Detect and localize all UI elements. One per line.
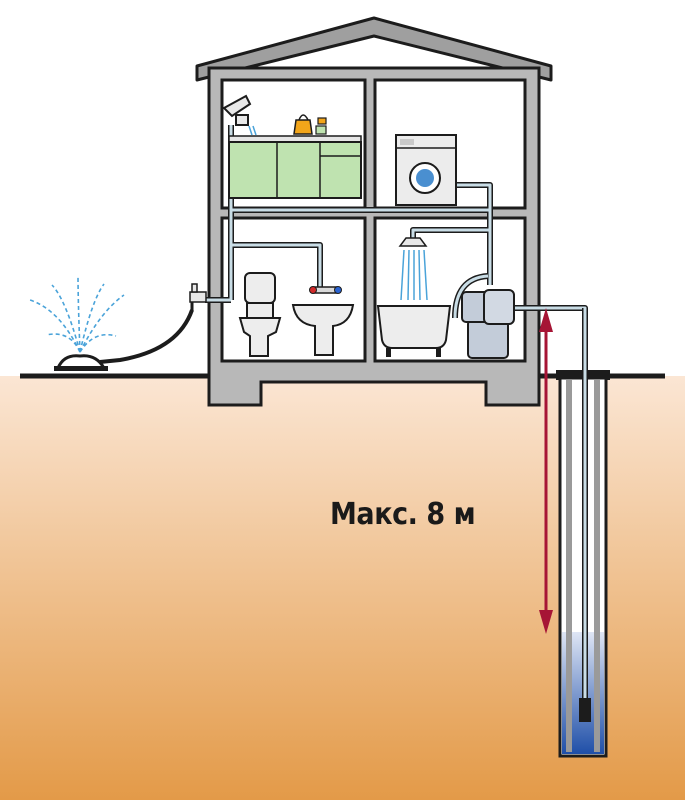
- washing-machine-icon: [395, 134, 457, 206]
- cup-icon: [315, 117, 327, 135]
- garden-tap-icon: [189, 283, 207, 312]
- toilet-icon: [238, 272, 282, 357]
- room-bathroom: [220, 216, 367, 363]
- kitchen-cabinets: [228, 135, 362, 199]
- kitchen-faucet-icon: [222, 94, 257, 136]
- depth-label: Макс. 8 м: [330, 497, 476, 532]
- lawn-sprinkler-icon: [29, 274, 125, 371]
- garden-hose: [99, 309, 194, 364]
- pump-icon: [461, 289, 515, 325]
- bathtub-icon: [376, 305, 452, 357]
- kettle-icon: [293, 114, 313, 135]
- depth-arrow: [539, 308, 553, 634]
- suction-pipe: [579, 308, 591, 722]
- shower-icon: [398, 237, 428, 301]
- sink-icon: [291, 286, 355, 356]
